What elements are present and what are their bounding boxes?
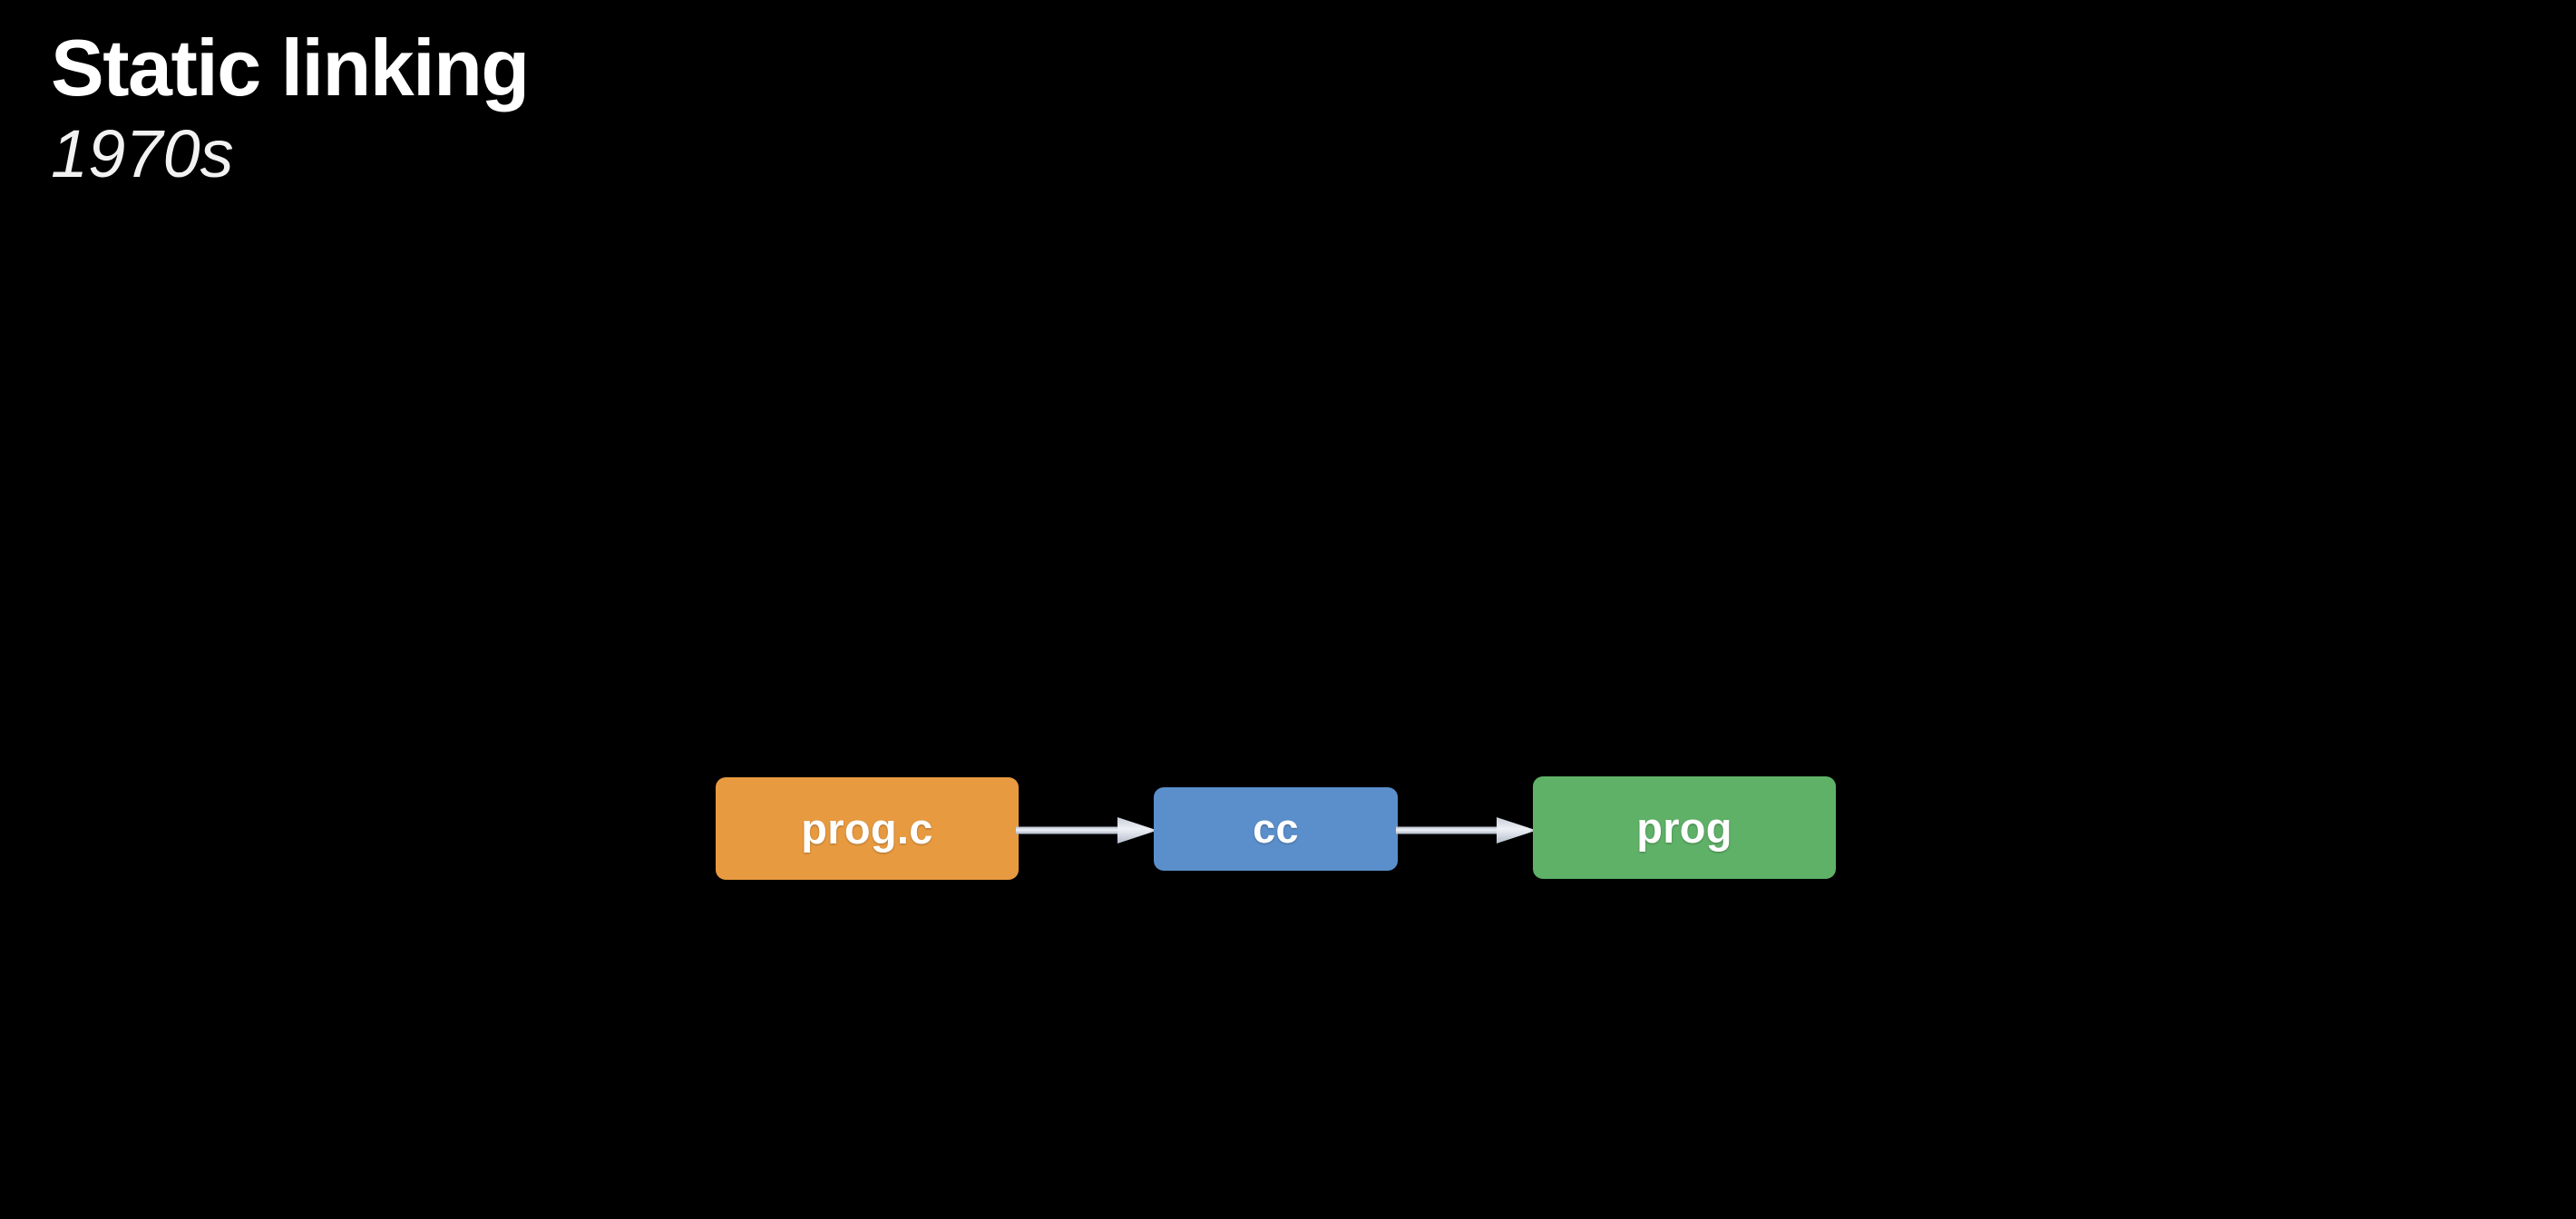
diagram-arrow-source-to-compiler xyxy=(1016,809,1157,851)
diagram-node-source[interactable]: prog.c xyxy=(716,777,1019,880)
page-title: Static linking xyxy=(51,23,530,112)
heading-block: Static linking 1970s xyxy=(51,23,530,191)
diagram-node-source-label: prog.c xyxy=(801,805,933,853)
diagram-node-binary[interactable]: prog xyxy=(1533,776,1836,879)
diagram-arrow-compiler-to-binary xyxy=(1396,809,1537,851)
diagram-node-compiler-label: cc xyxy=(1253,805,1299,852)
diagram-node-compiler[interactable]: cc xyxy=(1154,787,1398,871)
diagram-node-binary-label: prog xyxy=(1636,804,1732,852)
page-subtitle: 1970s xyxy=(51,115,234,191)
